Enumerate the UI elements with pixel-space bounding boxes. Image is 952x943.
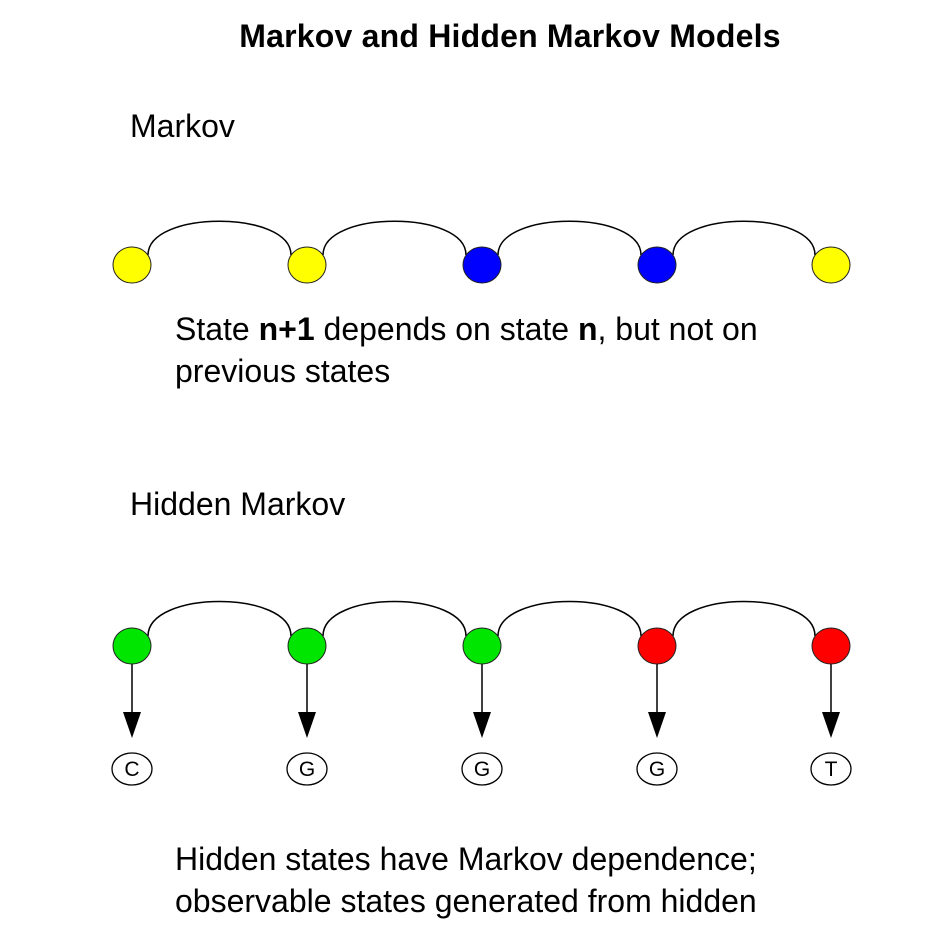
hidden-state-nodes (112, 627, 851, 665)
observation-node: G (636, 752, 678, 786)
markov-transition-arc (672, 220, 816, 256)
markov-state-node (112, 246, 152, 284)
hidden-state-node (462, 627, 502, 665)
markov-state-node (287, 246, 327, 284)
hidden-transition-arc (672, 600, 816, 637)
observation-circle (810, 752, 852, 786)
emission-arrowhead (298, 712, 316, 738)
observation-circle (636, 752, 678, 786)
markov-caption-text: State (175, 311, 259, 347)
markov-caption-text: depends on state (314, 311, 578, 347)
hidden-transition-arcs (147, 600, 816, 637)
observation-label: G (474, 758, 490, 781)
hidden-transition-arc (322, 600, 467, 637)
markov-transition-arcs (147, 220, 816, 256)
observation-circle (286, 752, 328, 786)
markov-caption-line2: previous states (175, 353, 391, 389)
markov-state-nodes (112, 246, 851, 284)
hidden-transition-arc (147, 600, 292, 637)
hidden-state-node (637, 627, 677, 665)
emission-arrowhead (473, 712, 491, 738)
observation-label: G (299, 758, 315, 781)
emission-arrowhead (123, 712, 141, 738)
markov-section-heading: Markov (130, 108, 235, 144)
markov-state-node (811, 246, 851, 284)
hidden-transition-arc (497, 600, 642, 637)
markov-transition-arc (147, 220, 292, 256)
hidden-markov-section-heading: Hidden Markov (130, 486, 346, 522)
hidden-markov-caption: Hidden states have Markov dependence; ob… (175, 838, 935, 922)
markov-transition-arc (322, 220, 467, 256)
markov-caption-bold-n-plus-1: n+1 (258, 311, 315, 347)
observation-node: G (286, 752, 328, 786)
markov-caption-bold-n: n (577, 311, 598, 347)
emission-arrowhead (822, 712, 840, 738)
markov-state-node (637, 246, 677, 284)
hidden-state-node (112, 627, 152, 665)
observation-node: C (111, 752, 153, 786)
observation-node: G (461, 752, 503, 786)
hidden-caption-line1: Hidden states have Markov dependence; (175, 841, 757, 877)
hidden-state-node (287, 627, 327, 665)
markov-state-node (462, 246, 502, 284)
page-title: Markov and Hidden Markov Models (239, 18, 781, 54)
observation-label: C (124, 758, 139, 781)
emission-arrowhead (648, 712, 666, 738)
hidden-caption-line2: observable states generated from hidden (175, 883, 757, 919)
observation-circle (111, 752, 153, 786)
markov-transition-arc (497, 220, 642, 256)
emission-arrows (123, 664, 840, 738)
markov-caption: State n+1 depends on state n, but not on… (175, 308, 935, 392)
observation-circle (461, 752, 503, 786)
hidden-state-node (811, 627, 851, 665)
observation-label: G (649, 758, 665, 781)
markov-caption-text: , but not on (597, 311, 758, 347)
observation-label: T (825, 758, 838, 781)
observation-node: T (810, 752, 852, 786)
